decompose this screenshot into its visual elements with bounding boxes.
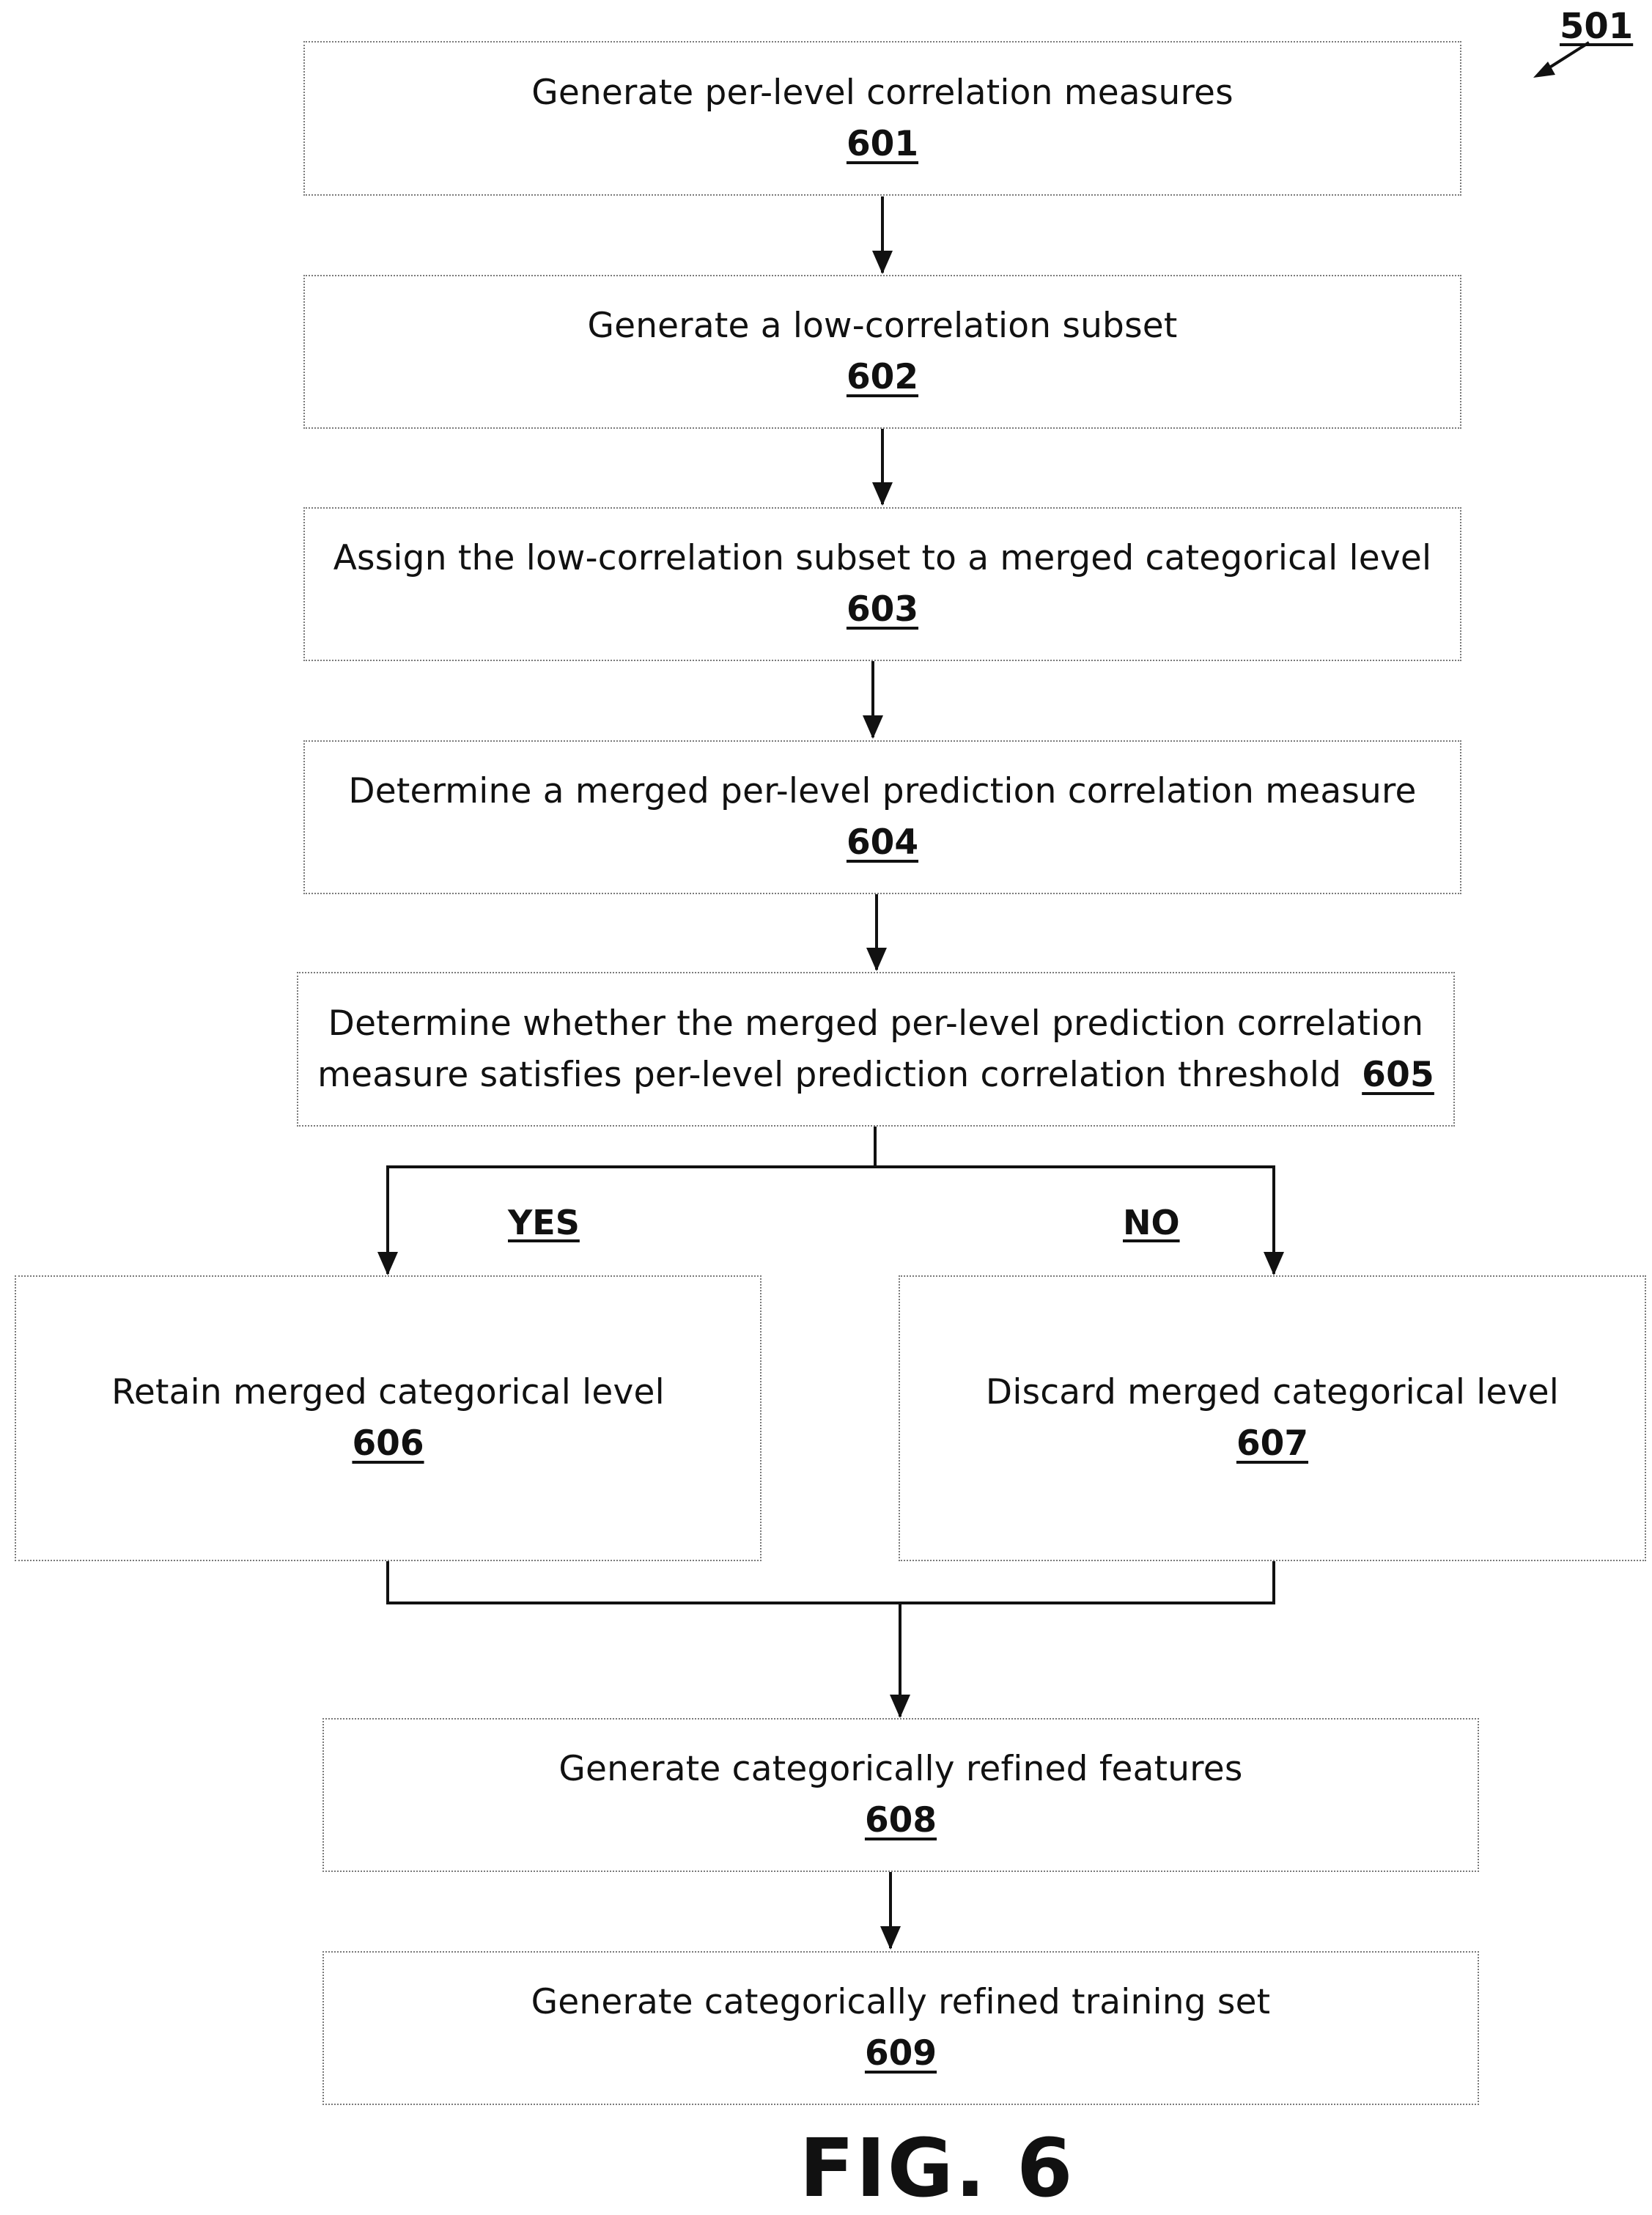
step-606-box: Retain merged categorical level 606 (15, 1275, 762, 1561)
step-609-ref: 609 (865, 2028, 937, 2079)
step-606-text: Retain merged categorical level (111, 1367, 665, 1418)
branch-split-line-right (875, 1167, 1274, 1274)
step-602-text: Generate a low-correlation subset (587, 301, 1177, 352)
step-601-text: Generate per-level correlation measures (531, 67, 1234, 119)
step-607-text: Discard merged categorical level (986, 1367, 1559, 1418)
branch-merge-line (388, 1561, 1274, 1603)
arrowhead-merge-608 (890, 1695, 910, 1718)
step-601-box: Generate per-level correlation measures … (303, 41, 1461, 196)
step-604-ref: 604 (847, 817, 918, 869)
step-604-box: Determine a merged per-level prediction … (303, 740, 1461, 894)
step-608-text: Generate categorically refined features (558, 1744, 1242, 1795)
ref-501-arrowhead (1533, 62, 1555, 78)
arrowhead-601-602 (872, 251, 893, 274)
step-605-line-2: measure satisfies per-level prediction c… (317, 1055, 1341, 1095)
step-608-box: Generate categorically refined features … (322, 1718, 1479, 1872)
branch-yes-label: YES (508, 1201, 580, 1245)
step-605-line-2-wrapper: measure satisfies per-level prediction c… (317, 1050, 1434, 1101)
step-603-ref: 603 (847, 584, 918, 635)
step-609-box: Generate categorically refined training … (322, 1951, 1479, 2105)
step-608-ref: 608 (865, 1795, 937, 1846)
arrowhead-603-604 (863, 715, 883, 739)
arrowhead-yes (377, 1252, 398, 1275)
arrowhead-604-605 (866, 948, 887, 971)
step-605-line-1: Determine whether the merged per-level p… (328, 998, 1424, 1050)
arrowhead-no (1264, 1252, 1284, 1275)
step-607-ref: 607 (1236, 1418, 1308, 1470)
step-609-text: Generate categorically refined training … (531, 1977, 1271, 2028)
step-602-box: Generate a low-correlation subset 602 (303, 275, 1461, 429)
step-607-box: Discard merged categorical level 607 (899, 1275, 1646, 1561)
step-603-text: Assign the low-correlation subset to a m… (333, 533, 1432, 584)
step-603-box: Assign the low-correlation subset to a m… (303, 507, 1461, 661)
figure-reference-number: 501 (1560, 4, 1633, 48)
arrowhead-602-603 (872, 482, 893, 506)
arrowhead-608-609 (880, 1926, 901, 1950)
figure-title: FIG. 6 (800, 2124, 1074, 2212)
step-605-ref: 605 (1362, 1055, 1434, 1095)
step-604-text: Determine a merged per-level prediction … (348, 766, 1416, 817)
branch-split-line (388, 1127, 875, 1274)
step-602-ref: 602 (847, 352, 918, 403)
branch-no-label: NO (1123, 1201, 1180, 1245)
step-605-box: Determine whether the merged per-level p… (297, 972, 1455, 1127)
step-606-ref: 606 (352, 1418, 424, 1470)
step-601-ref: 601 (847, 119, 918, 170)
